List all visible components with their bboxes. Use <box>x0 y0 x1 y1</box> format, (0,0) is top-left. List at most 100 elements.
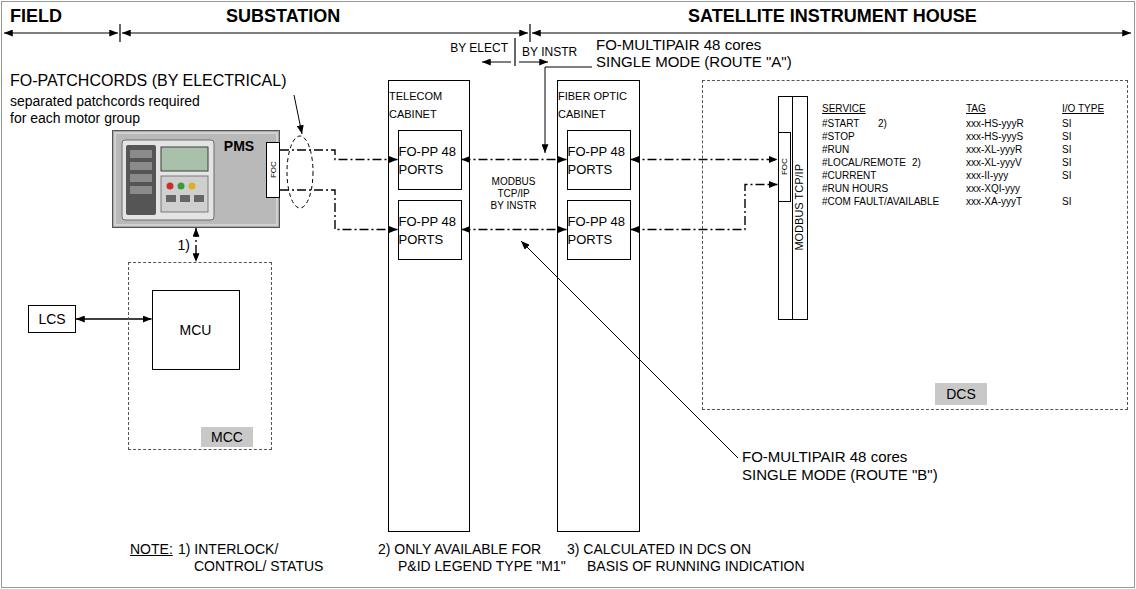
scope-arrow <box>482 62 511 63</box>
annotation-label: SI <box>1062 157 1071 168</box>
annotation-label: MODBUS <box>470 176 557 188</box>
annotation-label: xxx-HS-yyyS <box>966 131 1023 142</box>
fiber-connector <box>631 185 778 230</box>
span-arrow <box>122 32 528 33</box>
patch-panel: FO-PP 48 PORTS <box>398 200 462 260</box>
annotation-label: 2) <box>912 157 921 168</box>
callout-number: 1) <box>178 237 190 253</box>
annotation-label: xxx-II-yyy <box>966 170 1008 181</box>
text-holder: TAG <box>966 98 986 116</box>
annotation-label: FIELD <box>10 6 62 26</box>
leader-line <box>521 241 738 458</box>
text-holder: FO-MULTIPAIR 48 cores <box>742 448 907 466</box>
text-holder: #START <box>822 113 859 131</box>
annotation-label: 2) ONLY AVAILABLE FOR <box>378 541 541 557</box>
annotation-label: #LOCAL/REMOTE <box>822 157 906 168</box>
node-label: LCS <box>38 311 65 327</box>
text-holder: FO-PP 48 PORTS <box>399 212 461 248</box>
annotation-label: I/O TYPE <box>1062 103 1104 114</box>
mcu-box: MCU <box>152 290 240 370</box>
text-holder: FIELD <box>10 6 62 27</box>
annotation-label: #RUN HOURS <box>822 183 888 194</box>
leader-line <box>294 95 302 134</box>
annotation-label: xxx-XQI-yyy <box>966 183 1020 194</box>
modbus-interface: FOC MODBUS TCP/IP <box>778 96 808 320</box>
text-holder: BY INSTR <box>470 200 557 212</box>
annotation-label: TAG <box>966 103 986 114</box>
annotation-label: SI <box>1062 144 1071 155</box>
annotation-label: FO-PATCHCORDS (BY ELECTRICAL) <box>10 72 286 89</box>
node-label: FO-PP 48 PORTS <box>399 144 457 177</box>
text-holder: BY INSTR <box>522 42 577 60</box>
lcs-box: LCS <box>28 305 76 333</box>
node-label: FO-PP 48 PORTS <box>568 144 626 177</box>
annotation-label: #START <box>822 118 859 129</box>
text-holder: CONTROL/ STATUS <box>194 557 323 575</box>
annotation-label: BASIS OF RUNNING INDICATION <box>587 558 805 574</box>
fiber-connector <box>462 159 567 160</box>
annotation-label: BY INSTR <box>470 200 557 212</box>
dcs-region: FOCMODBUS TCP/IPDCS <box>702 80 1128 410</box>
annotation-label: FO-MULTIPAIR 48 cores <box>742 448 907 465</box>
text-holder: MODBUS <box>470 176 557 188</box>
text-holder: xxx-HS-yyyR <box>966 113 1024 131</box>
text-holder: SI <box>1062 113 1071 131</box>
text-holder: BY ELECT <box>440 42 508 56</box>
mcc-region: MCUMCC <box>128 262 272 450</box>
text-holder: BASIS OF RUNNING INDICATION <box>587 557 805 575</box>
boundary-tick <box>529 24 530 42</box>
pms-device: FOC PMS <box>112 130 280 228</box>
span-arrow <box>532 32 1131 33</box>
boundary-tick <box>119 24 120 42</box>
annotation-label: SATELLITE INSTRUMENT HOUSE <box>688 6 977 26</box>
annotation-label: BY ELECT <box>440 42 508 56</box>
annotation-label: SINGLE MODE (ROUTE "A") <box>596 53 792 70</box>
fiber-connector <box>631 159 778 160</box>
annotation-label: #RUN <box>822 144 849 155</box>
annotation-label: SI <box>1062 196 1071 207</box>
text-holder: FO-PP 48 PORTS <box>568 212 630 248</box>
annotation-label: CONTROL/ STATUS <box>194 558 323 574</box>
annotation-label: #STOP <box>822 131 855 142</box>
node-label: FO-PP 48 PORTS <box>399 214 457 247</box>
annotation-label: 2) <box>878 118 887 129</box>
annotation-label: SUBSTATION <box>226 6 340 26</box>
scope-divider <box>514 38 515 66</box>
annotation-label: BY INSTR <box>522 45 577 59</box>
text-holder: FO-PP 48 PORTS <box>568 142 630 178</box>
text-holder: SINGLE MODE (ROUTE "A") <box>596 53 792 71</box>
node-label: MCU <box>180 322 212 338</box>
annotation-label: xxx-XA-yyyT <box>966 196 1022 207</box>
text-holder: 1) INTERLOCK/ <box>178 540 278 558</box>
text-holder: NOTE: <box>130 540 173 558</box>
fiber-connector <box>280 190 398 230</box>
annotation-label: SI <box>1062 131 1071 142</box>
text-holder: LCS <box>38 310 65 328</box>
fiber-connector <box>76 318 152 319</box>
text-holder: MODBUS TCP/IP <box>792 97 807 319</box>
text-holder: FOC <box>267 143 279 197</box>
patch-panel: FO-PP 48 PORTS <box>567 130 631 190</box>
node-label: FOC <box>779 158 788 175</box>
text-holder: FO-PP 48 PORTS <box>399 142 461 178</box>
annotation-label: for each motor group <box>10 110 140 126</box>
text-holder: MCU <box>180 321 212 339</box>
text-holder: SUBSTATION <box>226 6 340 27</box>
text-holder: 1) <box>166 236 190 254</box>
fiber-connector <box>462 229 567 230</box>
node-label: TELECOM CABINET <box>389 90 442 120</box>
span-arrow <box>4 32 118 33</box>
annotation-label: FO-MULTIPAIR 48 cores <box>596 36 761 53</box>
annotation-label: xxx-XL-yyyR <box>966 144 1022 155</box>
text-holder: PMS <box>217 137 261 155</box>
text-holder: FO-MULTIPAIR 48 cores <box>596 36 761 54</box>
pms-bevel <box>115 133 277 225</box>
annotation-label: #CURRENT <box>822 170 876 181</box>
annotation-label: NOTE: <box>130 541 173 557</box>
annotation-label: P&ID LEGEND TYPE "M1" <box>398 558 566 574</box>
text-holder: P&ID LEGEND TYPE "M1" <box>398 557 566 575</box>
relay-illustration <box>122 140 214 220</box>
annotation-label: 3) CALCULATED IN DCS ON <box>567 541 751 557</box>
